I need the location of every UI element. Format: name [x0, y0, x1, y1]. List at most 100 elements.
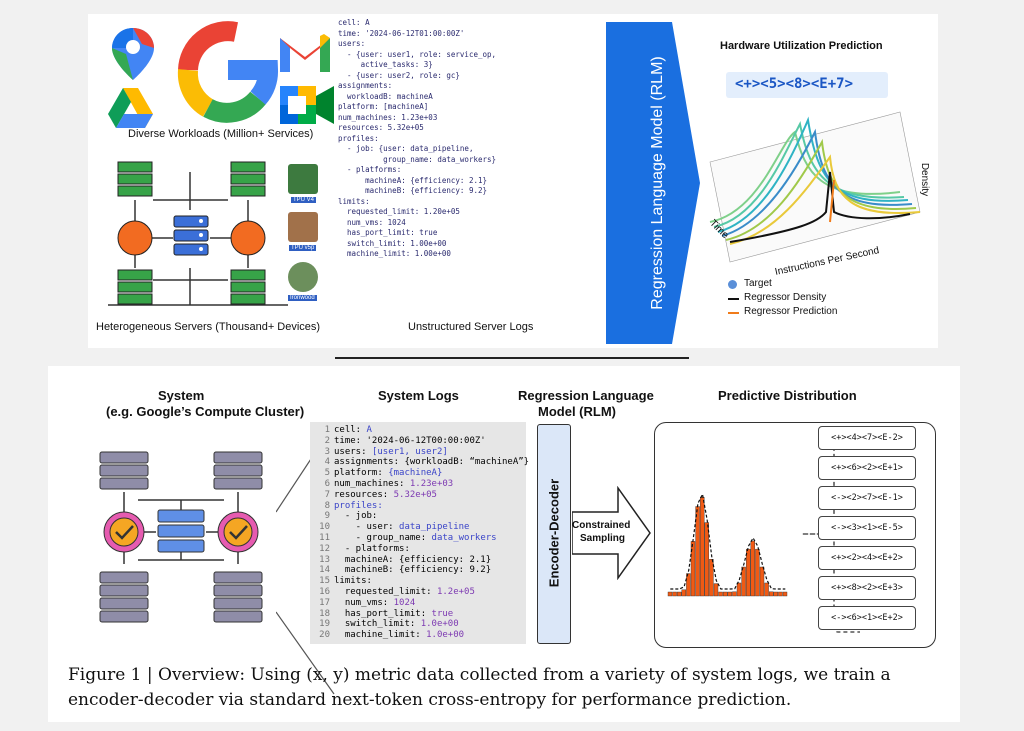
- server-diagram: [108, 161, 288, 306]
- log-line: - platforms:: [338, 165, 402, 174]
- histogram-bar: [732, 591, 737, 597]
- histogram-bar: [755, 548, 760, 597]
- arrow-label-1: Constrained: [572, 520, 631, 531]
- histogram-bar: [768, 591, 774, 597]
- line-number: 6: [324, 479, 330, 489]
- histogram-bar: [700, 497, 705, 597]
- code-line: 20 machine_limit: 1.0e+00: [314, 630, 464, 640]
- legend-target: Target: [744, 278, 772, 289]
- histogram-bar: [778, 591, 783, 597]
- code-value: {machineA}: [388, 468, 443, 479]
- top-figure-panel: Diverse Workloads (Million+ Services): [88, 14, 938, 348]
- bottom-figure-panel: System (e.g. Google’s Compute Cluster): [48, 366, 960, 722]
- line-number: 1: [324, 425, 330, 435]
- legend-target-marker: [728, 280, 737, 289]
- line-number: 7: [324, 489, 330, 500]
- rack-left-top: [99, 451, 149, 490]
- log-line: has_port_limit: true: [338, 228, 438, 237]
- rack-left-bottom: [99, 571, 149, 623]
- server-rack-left-bottom: [117, 269, 153, 305]
- density-ridges: [709, 116, 921, 245]
- code-value: 1.0e+00: [420, 619, 459, 630]
- line-number: 5: [324, 468, 330, 479]
- token-sequence: <-><6><1><E+2>: [818, 606, 916, 630]
- rlm-arrow: [606, 22, 700, 344]
- log-line: resources: 5.32e+05: [338, 123, 424, 132]
- distribution-title: Predictive Distribution: [718, 388, 857, 403]
- code-key: time:: [334, 435, 367, 446]
- token-sequence: <-><3><1><E-5>: [818, 516, 916, 540]
- line-number: 20: [319, 630, 330, 641]
- rlm-title-1: Regression Language: [518, 388, 654, 403]
- code-value: {workloadB: “machineA”}: [404, 457, 530, 468]
- node-right: [230, 220, 266, 256]
- log-line: cell: A: [338, 18, 370, 27]
- tpu-v5p-chip: [288, 212, 318, 242]
- center-server: [173, 215, 209, 256]
- code-value: data_workers: [431, 533, 497, 543]
- code-value: {efficiency: 2.1}: [399, 554, 492, 565]
- code-key: limits:: [334, 576, 372, 587]
- histogram-bar: [723, 591, 728, 597]
- log-line: machine_limit: 1.00e+00: [338, 249, 451, 258]
- servers-label: Heterogeneous Servers (Thousand+ Devices…: [96, 321, 321, 333]
- histogram-bar: [741, 566, 746, 597]
- tpu-v4-label: TPU V4: [291, 197, 317, 203]
- check-node-left: [103, 511, 145, 553]
- code-key: users:: [334, 446, 372, 457]
- log-line: users:: [338, 39, 366, 48]
- line-number: 12: [319, 543, 330, 554]
- histogram-bar: [686, 573, 691, 597]
- log-line: platform: [machineA]: [338, 102, 429, 111]
- rlm-title-2: Model (RLM): [538, 404, 616, 419]
- system-title: System: [158, 388, 205, 403]
- log-line: machineB: {efficiency: 9.2}: [338, 186, 488, 195]
- arrow-label-2: Sampling: [580, 533, 626, 544]
- code-line: 9 - job:: [314, 511, 378, 521]
- code-value: 1.23e+03: [409, 479, 454, 489]
- histogram-bar: [672, 591, 677, 597]
- code-line: 18 has_port_limit: true: [314, 609, 453, 619]
- distribution-box: [654, 422, 936, 648]
- code-line: 12 - platforms:: [314, 544, 410, 554]
- code-key: machineA:: [334, 554, 400, 565]
- code-key: machineB:: [334, 565, 400, 576]
- code-key: - group_name:: [334, 533, 432, 543]
- workload-logos: [108, 21, 334, 128]
- histogram-bar: [782, 591, 788, 597]
- histogram-bar: [764, 582, 769, 597]
- code-value: {efficiency: 9.2}: [399, 565, 492, 576]
- legend-density: Regressor Density: [744, 292, 827, 303]
- line-number: 15: [319, 576, 330, 587]
- rack-right-top: [213, 451, 263, 490]
- log-line: group_name: data_workers}: [338, 154, 497, 164]
- log-line: limits:: [338, 196, 370, 206]
- server-rack-right-bottom: [230, 269, 266, 305]
- code-key: assignments:: [334, 457, 405, 468]
- encoder-decoder-label: Encoder-Decoder: [546, 478, 562, 588]
- density-3d-plot: [709, 111, 921, 263]
- histogram-bar: [750, 540, 756, 597]
- density-curve: [670, 492, 786, 590]
- log-line: num_vms: 1024: [338, 217, 406, 227]
- legend-prediction-marker: [728, 312, 739, 314]
- log-line: - {user: user2, role: gc}: [338, 70, 460, 80]
- legend-prediction: Regressor Prediction: [744, 306, 838, 317]
- code-line: 14 machineB: {efficiency: 9.2}: [314, 565, 491, 575]
- code-line: 15 limits:: [314, 576, 372, 586]
- histogram-bar: [718, 591, 723, 597]
- regressor-density-line: [729, 171, 911, 243]
- logs-label: Unstructured Server Logs: [408, 321, 534, 333]
- code-key: machine_limit:: [334, 630, 427, 641]
- legend-density-marker: [728, 298, 739, 300]
- tpu-v4-chip: [288, 164, 318, 194]
- code-line: 13 machineA: {efficiency: 2.1}: [314, 555, 491, 565]
- log-line: workloadB: machineA: [338, 91, 433, 101]
- encoder-decoder-box: [537, 424, 571, 644]
- code-line: 17 num_vms: 1024: [314, 598, 415, 608]
- logs-title: System Logs: [378, 388, 459, 403]
- histogram-bar: [667, 591, 673, 597]
